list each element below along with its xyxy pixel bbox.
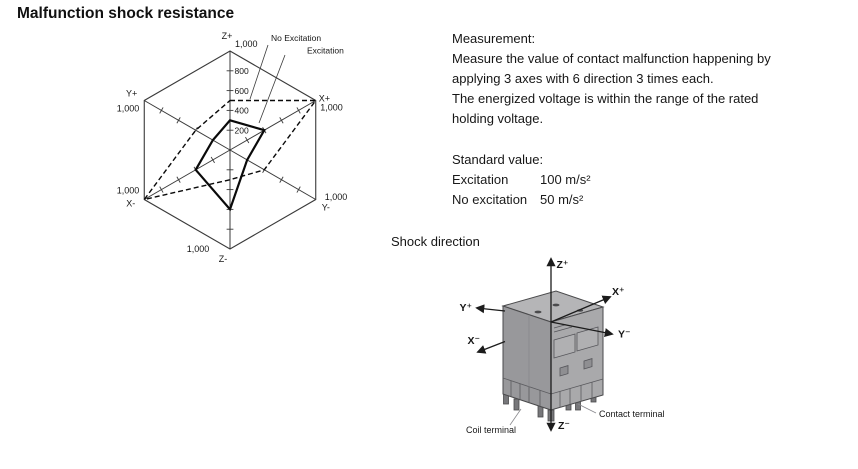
standard-row-value: 50 m/s² xyxy=(540,192,584,207)
measurement-heading: Measurement: xyxy=(452,31,536,46)
x-minus-label: X⁻ xyxy=(467,335,480,347)
radar-axis-Y+ xyxy=(144,100,231,151)
relay-face-details xyxy=(553,324,599,377)
shock-direction-heading: Shock direction xyxy=(391,234,480,249)
radar-axis-Y- xyxy=(229,149,316,200)
radar-tick xyxy=(210,156,215,164)
radar-tick xyxy=(159,107,164,114)
radar-axis-max-label: 1,000 xyxy=(235,39,258,49)
measurement-line: The energized voltage is within the rang… xyxy=(452,91,759,106)
radar-tick xyxy=(279,117,284,124)
standard-row-label: Excitation xyxy=(452,172,509,187)
legend-label-no-excitation: No Excitation xyxy=(271,33,321,43)
radar-tick xyxy=(245,136,250,144)
radar-tick xyxy=(279,176,284,183)
radar-axis-max-label: 1,000 xyxy=(320,103,343,113)
radar-axis-name-X-: X- xyxy=(126,199,135,209)
standard-row-excitation: Excitation 100 m/s² xyxy=(452,170,772,190)
shock-axes xyxy=(475,257,614,432)
radar-axis-X- xyxy=(144,149,231,200)
coil-terminal-label: Coil terminal xyxy=(466,425,516,435)
radar-axis-name-Y+: Y+ xyxy=(126,89,137,99)
radar-axis-name-Y-: Y- xyxy=(322,203,330,213)
shock-direction-diagram: Z⁺ X⁺ Y⁺ X⁻ Y⁻ Z⁻ Coil terminal Contact … xyxy=(440,250,700,464)
radar-tick xyxy=(159,186,164,193)
radar-axis-max-label: 1,000 xyxy=(117,186,140,196)
radar-axis-name-Z-: Z- xyxy=(219,254,228,264)
radar-tick-label: 800 xyxy=(235,66,249,76)
standard-row-label: No excitation xyxy=(452,192,528,207)
radar-tick xyxy=(176,117,181,124)
z-minus-label: Z⁻ xyxy=(558,420,570,432)
radar-chart-svg: 200400600800Z+1,000X+1,000Y-1,000Z-1,000… xyxy=(117,31,348,264)
radar-axis-name-X+: X+ xyxy=(319,94,330,104)
standard-row-value: 100 m/s² xyxy=(540,172,591,187)
page-title: Malfunction shock resistance xyxy=(17,5,235,22)
radar-axis-name-Z+: Z+ xyxy=(222,31,233,41)
radar-axis-X+ xyxy=(229,100,316,151)
radar-axis-max-label: 1,000 xyxy=(325,192,348,202)
relay-body xyxy=(501,290,605,422)
radar-tick xyxy=(176,176,181,183)
relay-base xyxy=(502,314,604,408)
measurement-line: Measure the value of contact malfunction… xyxy=(452,51,771,66)
measurement-block: Measurement: Measure the value of contac… xyxy=(452,29,802,129)
coil-terminal-leader xyxy=(509,408,522,426)
contact-terminal-leader xyxy=(577,403,597,414)
relay-right-face xyxy=(550,306,604,411)
y-minus-label: Y⁻ xyxy=(618,329,631,341)
y-minus-arrow xyxy=(550,321,614,338)
standard-row-no-excitation: No excitation 50 m/s² xyxy=(452,190,772,210)
x-plus-arrow xyxy=(550,295,612,323)
x-plus-label: X⁺ xyxy=(612,286,625,298)
standard-value-block: Standard value: Excitation 100 m/s² No e… xyxy=(452,150,772,210)
radar-tick-label: 400 xyxy=(235,106,249,116)
standard-heading: Standard value: xyxy=(452,152,544,167)
contact-terminal-label: Contact terminal xyxy=(599,409,665,419)
measurement-line: applying 3 axes with 6 direction 3 times… xyxy=(452,71,714,86)
radar-tick xyxy=(296,186,301,193)
radar-tick xyxy=(296,107,301,114)
legend-label-excitation: Excitation xyxy=(307,46,344,56)
x-minus-arrow xyxy=(476,340,506,354)
z-plus-label: Z⁺ xyxy=(557,259,569,271)
measurement-line: holding voltage. xyxy=(452,111,544,126)
legend-leader-excitation xyxy=(258,54,286,124)
radar-axis-max-label: 1,000 xyxy=(187,244,210,254)
y-plus-label: Y⁺ xyxy=(459,302,472,314)
relay-diagram-svg: Z⁺ X⁺ Y⁺ X⁻ Y⁻ Z⁻ Coil terminal Contact … xyxy=(459,257,665,435)
radar-tick-label: 200 xyxy=(235,125,249,135)
radar-axis-max-label: 1,000 xyxy=(117,104,140,114)
legend-leader-no-excitation xyxy=(249,44,269,100)
relay-left-face xyxy=(502,305,552,411)
y-plus-arrow xyxy=(475,304,506,314)
radar-series-excitation xyxy=(194,119,266,212)
radar-tick-label: 600 xyxy=(235,86,249,96)
